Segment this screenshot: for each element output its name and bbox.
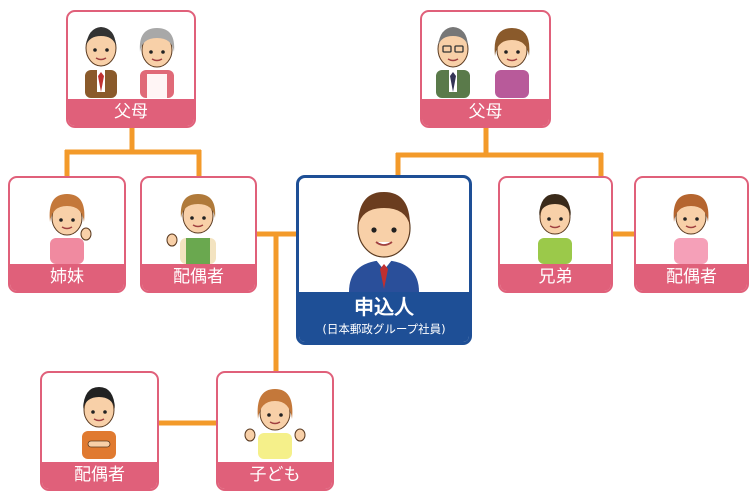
card-label: 兄弟 bbox=[500, 264, 611, 291]
spouse-illustration bbox=[673, 194, 709, 264]
applicant-subtitle: (日本郵政グループ社員) bbox=[322, 322, 446, 336]
right-spouse-card: 配偶者 bbox=[634, 176, 749, 293]
mother-icon bbox=[494, 28, 530, 98]
child-illustration bbox=[244, 389, 306, 459]
parents-illustration bbox=[436, 27, 530, 98]
sister-icon bbox=[49, 194, 92, 264]
applicant-card: 申込人 (日本郵政グループ社員) bbox=[296, 175, 472, 345]
applicant-icon bbox=[349, 192, 419, 292]
spouse-illustration bbox=[166, 194, 216, 264]
sister-illustration bbox=[49, 194, 92, 264]
left-parents-card: 父母 bbox=[66, 10, 196, 128]
left-spouse-card: 配偶者 bbox=[140, 176, 257, 293]
brother-icon bbox=[538, 194, 572, 264]
card-label: 配偶者 bbox=[42, 462, 157, 489]
child-card: 子ども bbox=[216, 371, 334, 491]
card-label: 子ども bbox=[218, 462, 332, 489]
brother-illustration bbox=[538, 194, 572, 264]
sister-card: 姉妹 bbox=[8, 176, 126, 293]
child-icon bbox=[244, 389, 306, 459]
bottom-spouse-card: 配偶者 bbox=[40, 371, 159, 491]
spouse-icon bbox=[673, 194, 709, 264]
applicant-illustration bbox=[349, 192, 419, 292]
card-label: 父母 bbox=[422, 99, 549, 126]
card-label: 配偶者 bbox=[636, 264, 747, 291]
parents-illustration bbox=[85, 27, 175, 98]
card-label: 配偶者 bbox=[142, 264, 255, 291]
spouse-icon bbox=[82, 387, 116, 459]
card-label: 姉妹 bbox=[10, 264, 124, 291]
father-icon bbox=[436, 27, 470, 98]
card-label: 父母 bbox=[68, 99, 194, 126]
applicant-title: 申込人 bbox=[354, 295, 414, 319]
mother-icon bbox=[139, 28, 175, 98]
applicant-label-box: 申込人 (日本郵政グループ社員) bbox=[299, 292, 469, 342]
brother-card: 兄弟 bbox=[498, 176, 613, 293]
father-icon bbox=[85, 27, 117, 98]
right-parents-card: 父母 bbox=[420, 10, 551, 128]
spouse-illustration bbox=[82, 387, 116, 459]
spouse-icon bbox=[166, 194, 216, 264]
